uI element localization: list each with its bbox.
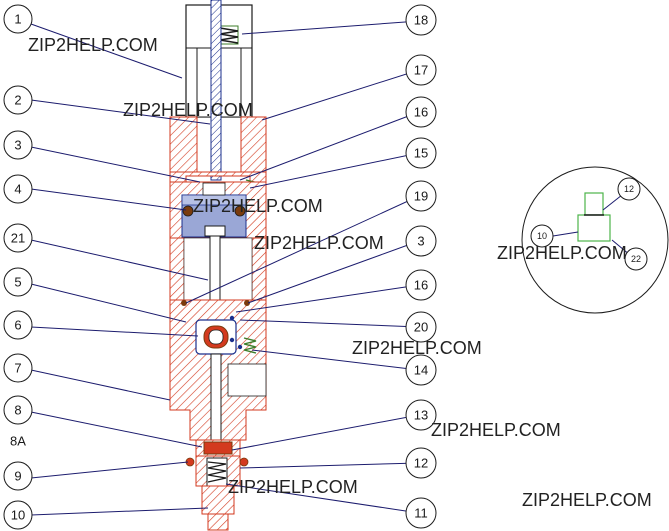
balloon-3: 3 [3,130,33,160]
balloon-2: 2 [3,85,33,115]
leader-lines [30,20,420,516]
balloon-10-label: 10 [11,508,25,523]
detail-balloon-12: 12 [617,177,641,201]
balloon-15: 15 [405,137,437,169]
balloon-17: 17 [405,54,437,86]
balloon-14: 14 [405,354,437,386]
balloon-6-label: 6 [14,318,21,333]
balloon-15-label: 15 [414,146,428,161]
balloon-16: 16 [405,96,437,128]
lower-valve-body [169,299,267,441]
balloon-13: 13 [405,399,437,431]
balloon-4-label: 4 [14,182,21,197]
detail-balloon-22: 22 [624,247,648,271]
balloon-17-label: 17 [414,63,428,78]
watermark: ZIP2HELP.COM [123,100,253,120]
balloon-12-label: 12 [414,456,428,471]
balloon-11: 11 [405,497,437,529]
balloon-16-right: 16 [405,269,437,301]
balloon-8: 8 [3,395,33,425]
balloon-2-label: 2 [14,93,21,108]
detail-green-top [584,192,604,216]
detail-balloon-12-label: 12 [624,184,634,194]
watermarks: ZIP2HELP.COM ZIP2HELP.COM ZIP2HELP.COM Z… [28,35,652,510]
balloon-13-label: 13 [414,408,428,423]
watermark: ZIP2HELP.COM [522,490,652,510]
balloon-8-label: 8 [14,403,21,418]
balloon-1-label: 1 [14,12,21,27]
balloon-5-label: 5 [14,275,21,290]
balloon-18-label: 18 [414,13,428,28]
balloon-12: 12 [405,447,437,479]
balloon-18: 18 [405,4,437,36]
watermark: ZIP2HELP.COM [352,338,482,358]
watermark: ZIP2HELP.COM [254,233,384,253]
balloon-21-label: 21 [11,231,25,246]
watermark: ZIP2HELP.COM [193,196,323,216]
nozzle-assembly [185,439,249,531]
balloon-7-label: 7 [14,361,21,376]
balloon-3-right: 3 [405,225,437,257]
injector-assembly [169,0,267,531]
upper-body-section [169,116,267,183]
balloon-10: 10 [3,500,33,530]
balloon-4: 4 [3,174,33,204]
balloon-20: 20 [405,311,437,343]
balloon-11-label: 11 [414,506,428,521]
balloon-3-right-label: 3 [417,234,424,249]
balloon-9: 9 [3,461,33,491]
label-8a: 8A [10,434,26,449]
balloon-1: 1 [3,4,33,34]
balloon-20-label: 20 [414,320,428,335]
center-rod [210,0,222,181]
watermark: ZIP2HELP.COM [431,420,561,440]
balloon-9-label: 9 [14,469,21,484]
mid-body-section [169,225,267,301]
detail-balloon-22-label: 22 [631,254,641,264]
detail-view: 12 10 22 [521,166,669,314]
detail-balloon-10-label: 10 [537,231,547,241]
balloon-19-label: 19 [414,189,428,204]
balloon-21: 21 [3,223,33,253]
balloon-7: 7 [3,353,33,383]
detail-green-base [577,214,611,242]
balloon-14-label: 14 [414,363,428,378]
balloon-16-label: 16 [414,105,428,120]
spring-14 [243,337,257,354]
watermark: ZIP2HELP.COM [497,243,627,263]
balloon-3-label: 3 [14,138,21,153]
balloon-6: 6 [3,310,33,340]
balloon-19: 19 [405,180,437,212]
balloon-5: 5 [3,267,33,297]
watermark: ZIP2HELP.COM [228,477,358,497]
watermark: ZIP2HELP.COM [28,35,158,55]
balloon-16-right-label: 16 [414,278,428,293]
detail-balloon-10: 10 [530,224,554,248]
